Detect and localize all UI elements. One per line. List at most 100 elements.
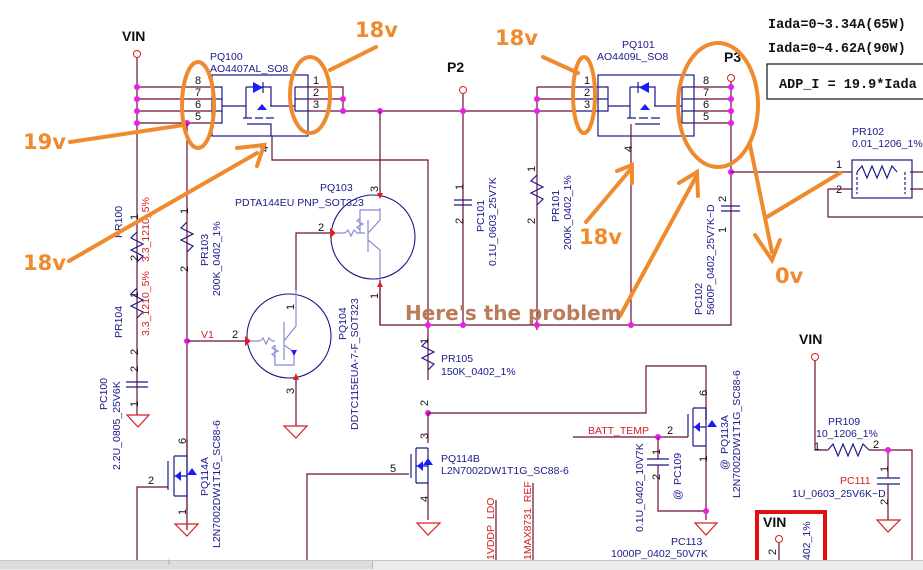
svg-text:@: @ [672, 489, 684, 500]
svg-text:10_1206_1%: 10_1206_1% [816, 428, 878, 440]
svg-text:2: 2 [129, 366, 141, 372]
svg-text:0.1U_0402_10V7K: 0.1U_0402_10V7K [634, 443, 646, 532]
svg-text:DDTC115EUA-7-F_SOT323: DDTC115EUA-7-F_SOT323 [349, 298, 361, 430]
pr109-resistor: PR109 10_1206_1% 1 2 [814, 361, 913, 560]
svg-text:1: 1 [651, 449, 663, 455]
pq113a-mosfet: 6 1 @ PQ113A L2N7002DW1T1G_SC88-6 [687, 370, 743, 520]
annotation-problem: Here's the problem [405, 301, 622, 325]
svg-text:1: 1 [526, 166, 538, 172]
net-label-max8731-ref: 1MAX8731_REF [522, 481, 534, 560]
pq100-source-wires [308, 86, 540, 112]
pq100-drain-wires [137, 86, 211, 124]
svg-text:PC111: PC111 [840, 475, 871, 487]
svg-text:3: 3 [369, 186, 381, 192]
pr101-resistor: 1 2 PR101 200K_0402_1% [526, 166, 574, 250]
pq101-ref: PQ101 [622, 39, 655, 51]
pq100-value: AO4407AL_SO8 [210, 63, 288, 75]
svg-text:1: 1 [814, 441, 820, 453]
svg-text:5: 5 [390, 463, 396, 475]
svg-text:4: 4 [623, 146, 635, 152]
svg-text:7: 7 [703, 87, 709, 99]
ground-icon [693, 522, 719, 536]
net-label-batt-temp: BATT_TEMP [588, 425, 649, 437]
annotation-18v-mid: 18v [579, 225, 622, 249]
svg-text:PQ103: PQ103 [320, 182, 353, 194]
pq101-value: AO4409L_SO8 [597, 51, 668, 63]
ground-icon [415, 522, 442, 536]
svg-text:2: 2 [454, 218, 466, 224]
svg-text:2: 2 [148, 475, 154, 487]
svg-text:2: 2 [651, 474, 663, 480]
svg-text:1: 1 [313, 75, 319, 87]
svg-text:4: 4 [259, 146, 271, 152]
horizontal-scrollbar[interactable]: ⦙ [0, 557, 923, 570]
svg-text:PR105: PR105 [441, 353, 473, 365]
svg-text:2: 2 [318, 222, 324, 234]
svg-text:4: 4 [419, 496, 431, 502]
svg-text:1U_0603_25V6K~D: 1U_0603_25V6K~D [792, 488, 886, 500]
pc113-value: 1000P_0402_50V7K [611, 548, 708, 560]
svg-text:PR104: PR104 [113, 306, 125, 338]
svg-text:3.3_1210_5%: 3.3_1210_5% [140, 271, 152, 336]
net-label-vin-box: VIN [763, 514, 786, 530]
svg-text:2.2U_0805_25V6K: 2.2U_0805_25V6K [111, 381, 123, 470]
svg-text:8: 8 [195, 75, 201, 87]
annotation-0v: 0v [775, 264, 804, 288]
pr102-resistor: PR102 0.01_1206_1% 1 2 [731, 126, 923, 218]
pq114a-mosfet: 2 6 1 PQ114A L2N7002DW1T1G_SC88-6 [136, 420, 223, 560]
net-label-p3: P3 [724, 49, 741, 65]
pq104-transistor: 1 3 PQ104 DDTC115EUA-7-F_SOT323 [245, 232, 361, 430]
svg-text:PQ104: PQ104 [337, 307, 349, 340]
svg-text:PQ114A: PQ114A [199, 457, 211, 496]
svg-text:0.1U_0603_25V7K: 0.1U_0603_25V7K [487, 177, 499, 266]
annotation-18v-left: 18v [23, 251, 66, 275]
svg-text:PC102: PC102 [693, 283, 705, 315]
scrollbar-thumb[interactable]: ⦙ [0, 557, 373, 569]
pc111-capacitor: 1 2 PC111 1U_0603_25V6K~D [792, 466, 900, 505]
svg-text:1: 1 [129, 292, 141, 298]
svg-text:6: 6 [698, 390, 710, 396]
svg-text:1: 1 [879, 466, 891, 472]
svg-text:8: 8 [703, 75, 709, 87]
svg-text:2: 2 [179, 266, 191, 272]
svg-text:3: 3 [285, 388, 297, 394]
svg-text:PC101: PC101 [475, 200, 487, 232]
svg-text:2: 2 [129, 349, 141, 355]
svg-text:PR109: PR109 [828, 416, 860, 428]
pc113-ref: PC113 [671, 536, 702, 548]
pr104-resistor: 1 2 PR104 3.3_1210_5% [113, 271, 152, 355]
svg-text:0.01_1206_1%: 0.01_1206_1% [852, 138, 923, 150]
note-iada-90w: Iada=0~4.62A(90W) [768, 42, 906, 57]
vin-port-icon [133, 50, 141, 58]
svg-text:PC109: PC109 [672, 453, 684, 485]
scrollbar-grip-icon: ⦙ [168, 557, 171, 567]
svg-text:PQ114B: PQ114B [441, 453, 480, 465]
svg-text:5: 5 [703, 111, 709, 123]
svg-text:2: 2 [767, 549, 779, 555]
pr105-resistor: 1 2 PR105 150K_0402_1% [419, 338, 516, 406]
svg-text:PR102: PR102 [852, 126, 884, 138]
svg-text:1: 1 [179, 208, 191, 214]
svg-text:1: 1 [177, 509, 189, 515]
net-label-vddp-ldo: 1VDDP_LDO [485, 498, 497, 560]
svg-text:L2N7002DW1T1G_SC88-6: L2N7002DW1T1G_SC88-6 [731, 370, 743, 498]
svg-text:PC100: PC100 [98, 378, 110, 410]
svg-text:1: 1 [369, 293, 381, 299]
svg-text:2: 2 [313, 87, 319, 99]
net-label-p2: P2 [447, 59, 464, 75]
note-adp-formula: ADP_I = 19.9*Iada [779, 78, 917, 93]
annotation-18v-pq100: 18v [355, 18, 398, 42]
svg-text:2: 2 [836, 184, 842, 196]
svg-text:2: 2 [232, 329, 238, 341]
svg-text:200K_0402_1%: 200K_0402_1% [211, 221, 223, 296]
svg-text:PR103: PR103 [199, 234, 211, 266]
pr103-resistor: 1 2 PR103 200K_0402_1% [179, 208, 223, 296]
note-iada-65w: Iada=0~3.34A(65W) [768, 18, 906, 33]
svg-text:@: @ [719, 459, 731, 470]
svg-text:PDTA144EU PNP_SOT323: PDTA144EU PNP_SOT323 [235, 197, 364, 209]
svg-text:1: 1 [698, 456, 710, 462]
svg-text:PR101: PR101 [550, 190, 562, 222]
svg-text:1: 1 [285, 304, 297, 310]
pq100-mosfet: PQ100 AO4407AL_SO8 8 7 6 5 1 2 3 4 [195, 51, 319, 152]
